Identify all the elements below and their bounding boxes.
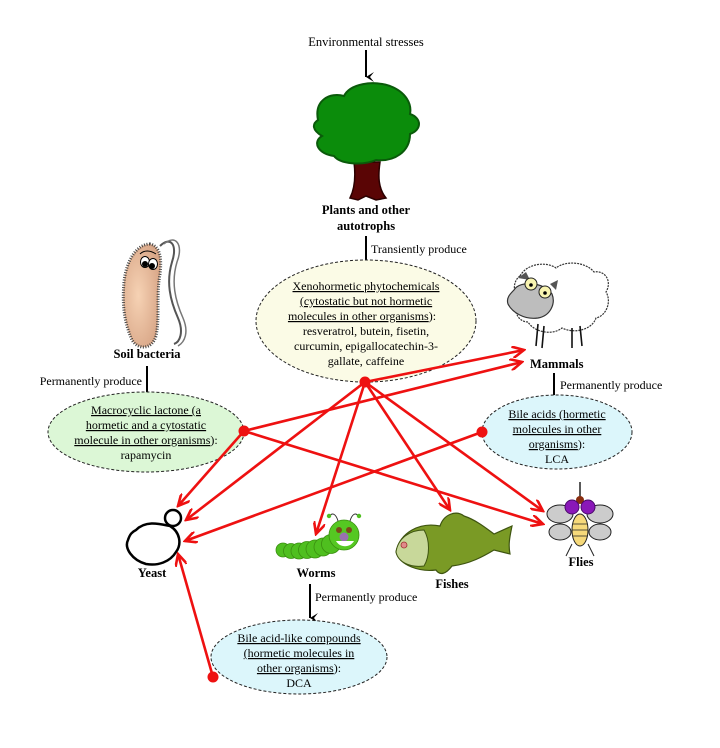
- tree-icon: [312, 82, 420, 201]
- edge-xenohormetic-to-yeast: [186, 380, 366, 520]
- macrocyclic-title-1: Macrocyclic lactone (a: [91, 403, 202, 417]
- macrocyclic-title-3: molecule in other organisms):: [74, 433, 217, 447]
- fishes-label: Fishes: [435, 577, 468, 591]
- bile-like-node: [210, 619, 388, 695]
- fly-icon: [546, 482, 614, 557]
- edge-xenohormetic-to-fishes: [363, 381, 450, 510]
- edge-xenohormetic-to-flies: [364, 380, 543, 511]
- bacteria-produce-label: Permanently produce: [40, 374, 142, 388]
- bile-like-node-text: Bile acid-like compounds (hormetic molec…: [237, 631, 361, 690]
- edge-bile_like-to-yeast: [178, 554, 215, 678]
- inhibition-edges: [178, 350, 543, 683]
- xenohormetic-compounds-1: resveratrol, butein, fisetin,: [303, 324, 429, 338]
- source-dot-bile_like: [207, 671, 219, 683]
- macrocyclic-title-2: hormetic and a cytostatic: [86, 418, 206, 432]
- bile-like-title-3: other organisms):: [257, 661, 341, 675]
- mammals-produce-label: Permanently produce: [560, 378, 662, 392]
- edge-macrocyclic-to-yeast: [178, 430, 245, 506]
- environmental-stresses-label: Environmental stresses: [308, 35, 424, 49]
- bile-acids-node-text: Bile acids (hormetic molecules in other …: [508, 407, 605, 466]
- source-dot-xenohormetic: [359, 376, 371, 388]
- xenohormetic-title-1: Xenohormetic phytochemicals: [293, 279, 440, 293]
- sheep-icon: [506, 262, 609, 349]
- bile-acids-title-2: molecules in other: [513, 422, 602, 436]
- edge-xenohormetic-to-mammals: [364, 350, 524, 384]
- xenohormetic-title-2: (cytostatic but not hormetic: [300, 294, 432, 308]
- bile-acids-title-1: Bile acids (hormetic: [508, 407, 605, 421]
- edge-macrocyclic-to-flies: [243, 429, 543, 524]
- worms-produce-label: Permanently produce: [315, 590, 417, 604]
- source-dot-macrocyclic: [238, 425, 250, 437]
- edge-xenohormetic-to-worms: [316, 381, 367, 534]
- yeast-label: Yeast: [138, 566, 167, 580]
- bile-like-title-2: (hormetic molecules in: [244, 646, 355, 660]
- bile-acids-compound: LCA: [545, 452, 569, 466]
- source-dot-bile_acids: [476, 426, 488, 438]
- bacterium-icon: [121, 239, 187, 349]
- edge-macrocyclic-to-mammals: [243, 362, 522, 433]
- worm-icon: [275, 513, 362, 560]
- yeast-cell-icon: [125, 508, 183, 566]
- edge-bile_acids-to-yeast: [185, 430, 483, 541]
- macrocyclic-node-text: Macrocyclic lactone (a hormetic and a cy…: [74, 403, 217, 462]
- bile-acids-title-3: organisms):: [529, 437, 585, 451]
- xenohormetic-compounds-3: gallate, caffeine: [328, 354, 404, 368]
- macrocyclic-compound: rapamycin: [121, 448, 172, 462]
- flies-label: Flies: [569, 555, 594, 569]
- plants-produce-label: Transiently produce: [371, 242, 467, 256]
- xenohormetic-node-text: Xenohormetic phytochemicals (cytostatic …: [288, 279, 440, 368]
- xenohormetic-compounds-2: curcumin, epigallocatechin-3-: [294, 339, 438, 353]
- plants-label-line1: Plants and other: [322, 203, 411, 217]
- fish-icon: [395, 512, 513, 575]
- bile-like-title-1: Bile acid-like compounds: [237, 631, 361, 645]
- xenohormetic-title-3: molecules in other organisms):: [288, 309, 436, 323]
- mammals-label: Mammals: [530, 357, 584, 371]
- plants-label-line2: autotrophs: [337, 219, 395, 233]
- bile-like-compound: DCA: [286, 676, 312, 690]
- worms-label: Worms: [297, 566, 336, 580]
- bacteria-label: Soil bacteria: [113, 347, 181, 361]
